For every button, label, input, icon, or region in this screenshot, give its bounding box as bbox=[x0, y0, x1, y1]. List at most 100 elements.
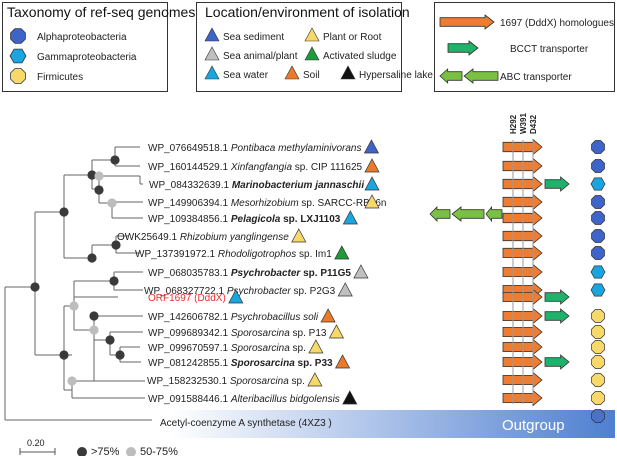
environment-markers bbox=[228, 139, 380, 405]
bootstrap-nodes bbox=[30, 155, 125, 386]
bootstrap-node-high bbox=[89, 311, 99, 321]
taxon-label: WP_142606782.1 Psychrobacillus soli bbox=[148, 312, 319, 323]
location-legend-label: Sea water bbox=[223, 70, 269, 81]
bootstrap-node-high bbox=[94, 185, 104, 195]
tree-branches bbox=[4, 146, 152, 421]
abc-arrow bbox=[485, 205, 503, 223]
environment-marker bbox=[307, 372, 323, 387]
environment-marker bbox=[342, 390, 358, 405]
taxon-label: WP_160144529.1 Xinfangfangia sp. CIP 111… bbox=[148, 162, 363, 173]
bootstrap-node-mid bbox=[94, 171, 104, 181]
taxon-label: WP_081242855.1 Sporosarcina sp. P33 bbox=[148, 358, 333, 369]
taxon-labels: WP_076649518.1 Pontibaca methylaminivora… bbox=[117, 143, 386, 405]
legend-symbols: AlphaproteobacteriaGammaproteobacteriaFi… bbox=[9, 14, 614, 84]
environment-marker bbox=[353, 264, 369, 279]
location-3-icon bbox=[304, 46, 320, 61]
taxon-label: WP_099670597.1 Sporosarcina sp. bbox=[148, 343, 306, 354]
taxonomy-firmicutes-icon bbox=[10, 68, 26, 84]
location-legend-label: Sea sediment bbox=[223, 32, 284, 43]
environment-marker bbox=[334, 354, 351, 369]
taxonomy-marker bbox=[590, 265, 606, 279]
location-6-icon bbox=[340, 65, 356, 80]
taxonomy-marker bbox=[591, 211, 605, 225]
gene-arrows bbox=[429, 138, 570, 407]
abc-legend-icon bbox=[439, 68, 463, 84]
taxon-label: WP_158232530.1 Sporosarcina sp. bbox=[147, 376, 305, 387]
taxonomy-marker bbox=[591, 140, 605, 154]
location-2-icon bbox=[204, 46, 220, 61]
outgroup-banner-label: Outgroup bbox=[502, 417, 565, 434]
environment-marker bbox=[364, 176, 380, 191]
taxon-label: WP_091588446.1 Alteribacillus bidgolensi… bbox=[148, 394, 340, 405]
taxonomy-marker bbox=[591, 159, 605, 173]
environment-marker bbox=[334, 245, 350, 260]
taxon-label: WP_068327722.1 Psychrobacter sp. P2G3 bbox=[144, 286, 336, 297]
taxon-label: WP_099689342.1 Sporosarcina sp. P13 bbox=[148, 328, 327, 339]
environment-marker bbox=[363, 139, 380, 154]
taxonomy-marker bbox=[591, 325, 605, 339]
taxonomy-marker bbox=[591, 195, 605, 209]
taxon-label: WP_149906394.1 Mesorhizobium sp. SARCC-R… bbox=[148, 198, 386, 209]
abc-legend-icon bbox=[463, 68, 499, 84]
taxonomy-marker bbox=[591, 246, 605, 260]
taxonomy-legend-label: Gammaproteobacteria bbox=[37, 52, 137, 63]
taxonomy-marker bbox=[591, 373, 605, 387]
residue-label: W391 bbox=[519, 113, 528, 134]
outgroup-marker bbox=[591, 409, 605, 423]
bootstrap-node-mid bbox=[69, 301, 79, 311]
environment-marker bbox=[364, 158, 380, 173]
taxonomy-marker bbox=[590, 177, 606, 191]
bcct-arrow bbox=[544, 354, 570, 370]
taxonomy-legend-label: Alphaproteobacteria bbox=[37, 32, 127, 43]
bcct-arrow bbox=[544, 289, 570, 305]
gene-legend-label: 1697 (DddX) homologues bbox=[500, 18, 614, 29]
bcct-legend-icon bbox=[447, 40, 479, 56]
bootstrap-node-high bbox=[30, 282, 40, 292]
bootstrap-node-mid bbox=[67, 376, 77, 386]
taxonomy-legend: Taxonomy of ref-seq genomes bbox=[2, 2, 195, 92]
bootstrap-node-high bbox=[105, 335, 115, 345]
location-legend-label: Activated sludge bbox=[323, 51, 397, 62]
environment-marker bbox=[364, 194, 380, 209]
environment-marker bbox=[320, 308, 336, 323]
location-legend-label: Plant or Root bbox=[323, 32, 382, 43]
location-legend-label: Sea animal/plant bbox=[223, 51, 298, 62]
location-legend: Location/environment of isolation bbox=[196, 2, 410, 92]
bootstrap-node-high bbox=[111, 240, 121, 250]
abc-arrow bbox=[429, 206, 451, 222]
bootstrap-mid-label: 50-75% bbox=[140, 446, 178, 456]
taxonomy-gammaproteobacteria-icon bbox=[9, 48, 27, 64]
location-legend-label: Hypersaline lake bbox=[359, 70, 433, 81]
outgroup-banner bbox=[170, 410, 615, 438]
taxonomy-marker bbox=[591, 309, 605, 323]
scale-label: 0.20 bbox=[27, 438, 45, 448]
taxonomy-marker bbox=[591, 391, 605, 405]
bootstrap-node-mid bbox=[89, 325, 99, 335]
environment-marker bbox=[337, 282, 353, 297]
taxonomy-marker bbox=[591, 229, 605, 243]
environment-marker bbox=[342, 210, 358, 225]
gene-legend-label: BCCT transporter bbox=[510, 44, 589, 55]
taxon-label: OWK25649.1 Rhizobium yanglingense bbox=[117, 232, 289, 243]
environment-marker bbox=[328, 324, 345, 339]
location-0-icon bbox=[204, 27, 220, 42]
environment-marker bbox=[291, 228, 307, 243]
bootstrap-node-high bbox=[109, 276, 119, 286]
taxonomy-legend-label: Firmicutes bbox=[37, 72, 83, 83]
bootstrap-node-high bbox=[87, 170, 97, 180]
location-legend-title: Location/environment of isolation bbox=[205, 4, 410, 20]
taxon-label: WP_084332639.1 Marinobacterium jannaschi… bbox=[149, 180, 364, 191]
bootstrap-node-high bbox=[59, 207, 69, 217]
taxonomy-marker bbox=[591, 340, 605, 354]
taxon-label: WP_076649518.1 Pontibaca methylaminivora… bbox=[148, 143, 361, 154]
bcct-arrow bbox=[544, 308, 570, 324]
environment-marker bbox=[228, 289, 244, 304]
location-5-icon bbox=[284, 65, 300, 80]
taxonomy-legend-title: Taxonomy of ref-seq genomes bbox=[7, 4, 196, 20]
location-4-icon bbox=[204, 65, 220, 80]
bootstrap-high-label: >75% bbox=[91, 446, 120, 456]
taxon-label: ORF1697 (DddX) bbox=[148, 293, 226, 304]
bootstrap-node-high bbox=[59, 350, 69, 360]
